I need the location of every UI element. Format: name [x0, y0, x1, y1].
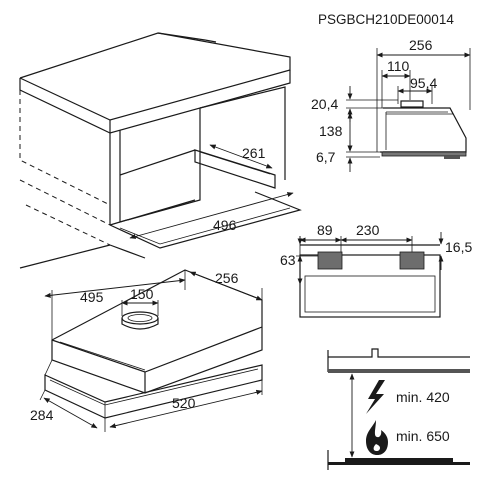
- side-bottom-height-label: 6,7: [316, 149, 336, 165]
- side-view: 256 110 95,4 20,4 138 6,7: [311, 37, 471, 172]
- front-spacing-label: 230: [356, 222, 380, 238]
- hood-front-width-label: 520: [172, 395, 196, 411]
- cabinet-width-label: 496: [213, 217, 237, 233]
- side-body-height-label: 138: [319, 123, 343, 139]
- hood-view: 495 150 256 284 520: [30, 269, 263, 432]
- install-height: min. 420 min. 650: [327, 348, 470, 470]
- front-view: 89 230 16,5 63: [280, 222, 472, 318]
- front-right-offset-label: 16,5: [445, 239, 472, 255]
- lightning-icon: [366, 380, 385, 414]
- hood-depth-label: 256: [215, 270, 239, 286]
- electric-min-label: min. 420: [396, 389, 450, 405]
- product-code: PSGBCH210DE00014: [318, 12, 454, 27]
- side-outlet-offset-label: 110: [387, 58, 410, 74]
- cabinet-depth-label: 261: [242, 145, 266, 161]
- cabinet-view: 261 496: [19, 32, 302, 269]
- side-top-height-label: 20,4: [311, 96, 338, 112]
- front-left-offset-label: 89: [317, 222, 333, 238]
- flame-icon: [366, 420, 388, 455]
- hood-width-label: 495: [80, 289, 104, 305]
- hood-front-depth-label: 284: [30, 407, 54, 423]
- front-height-label: 63: [280, 252, 296, 268]
- hood-outlet-label: 150: [130, 286, 154, 302]
- side-total-depth-label: 256: [409, 37, 433, 53]
- side-outlet-diameter-label: 95,4: [410, 75, 437, 91]
- gas-min-label: min. 650: [396, 428, 450, 444]
